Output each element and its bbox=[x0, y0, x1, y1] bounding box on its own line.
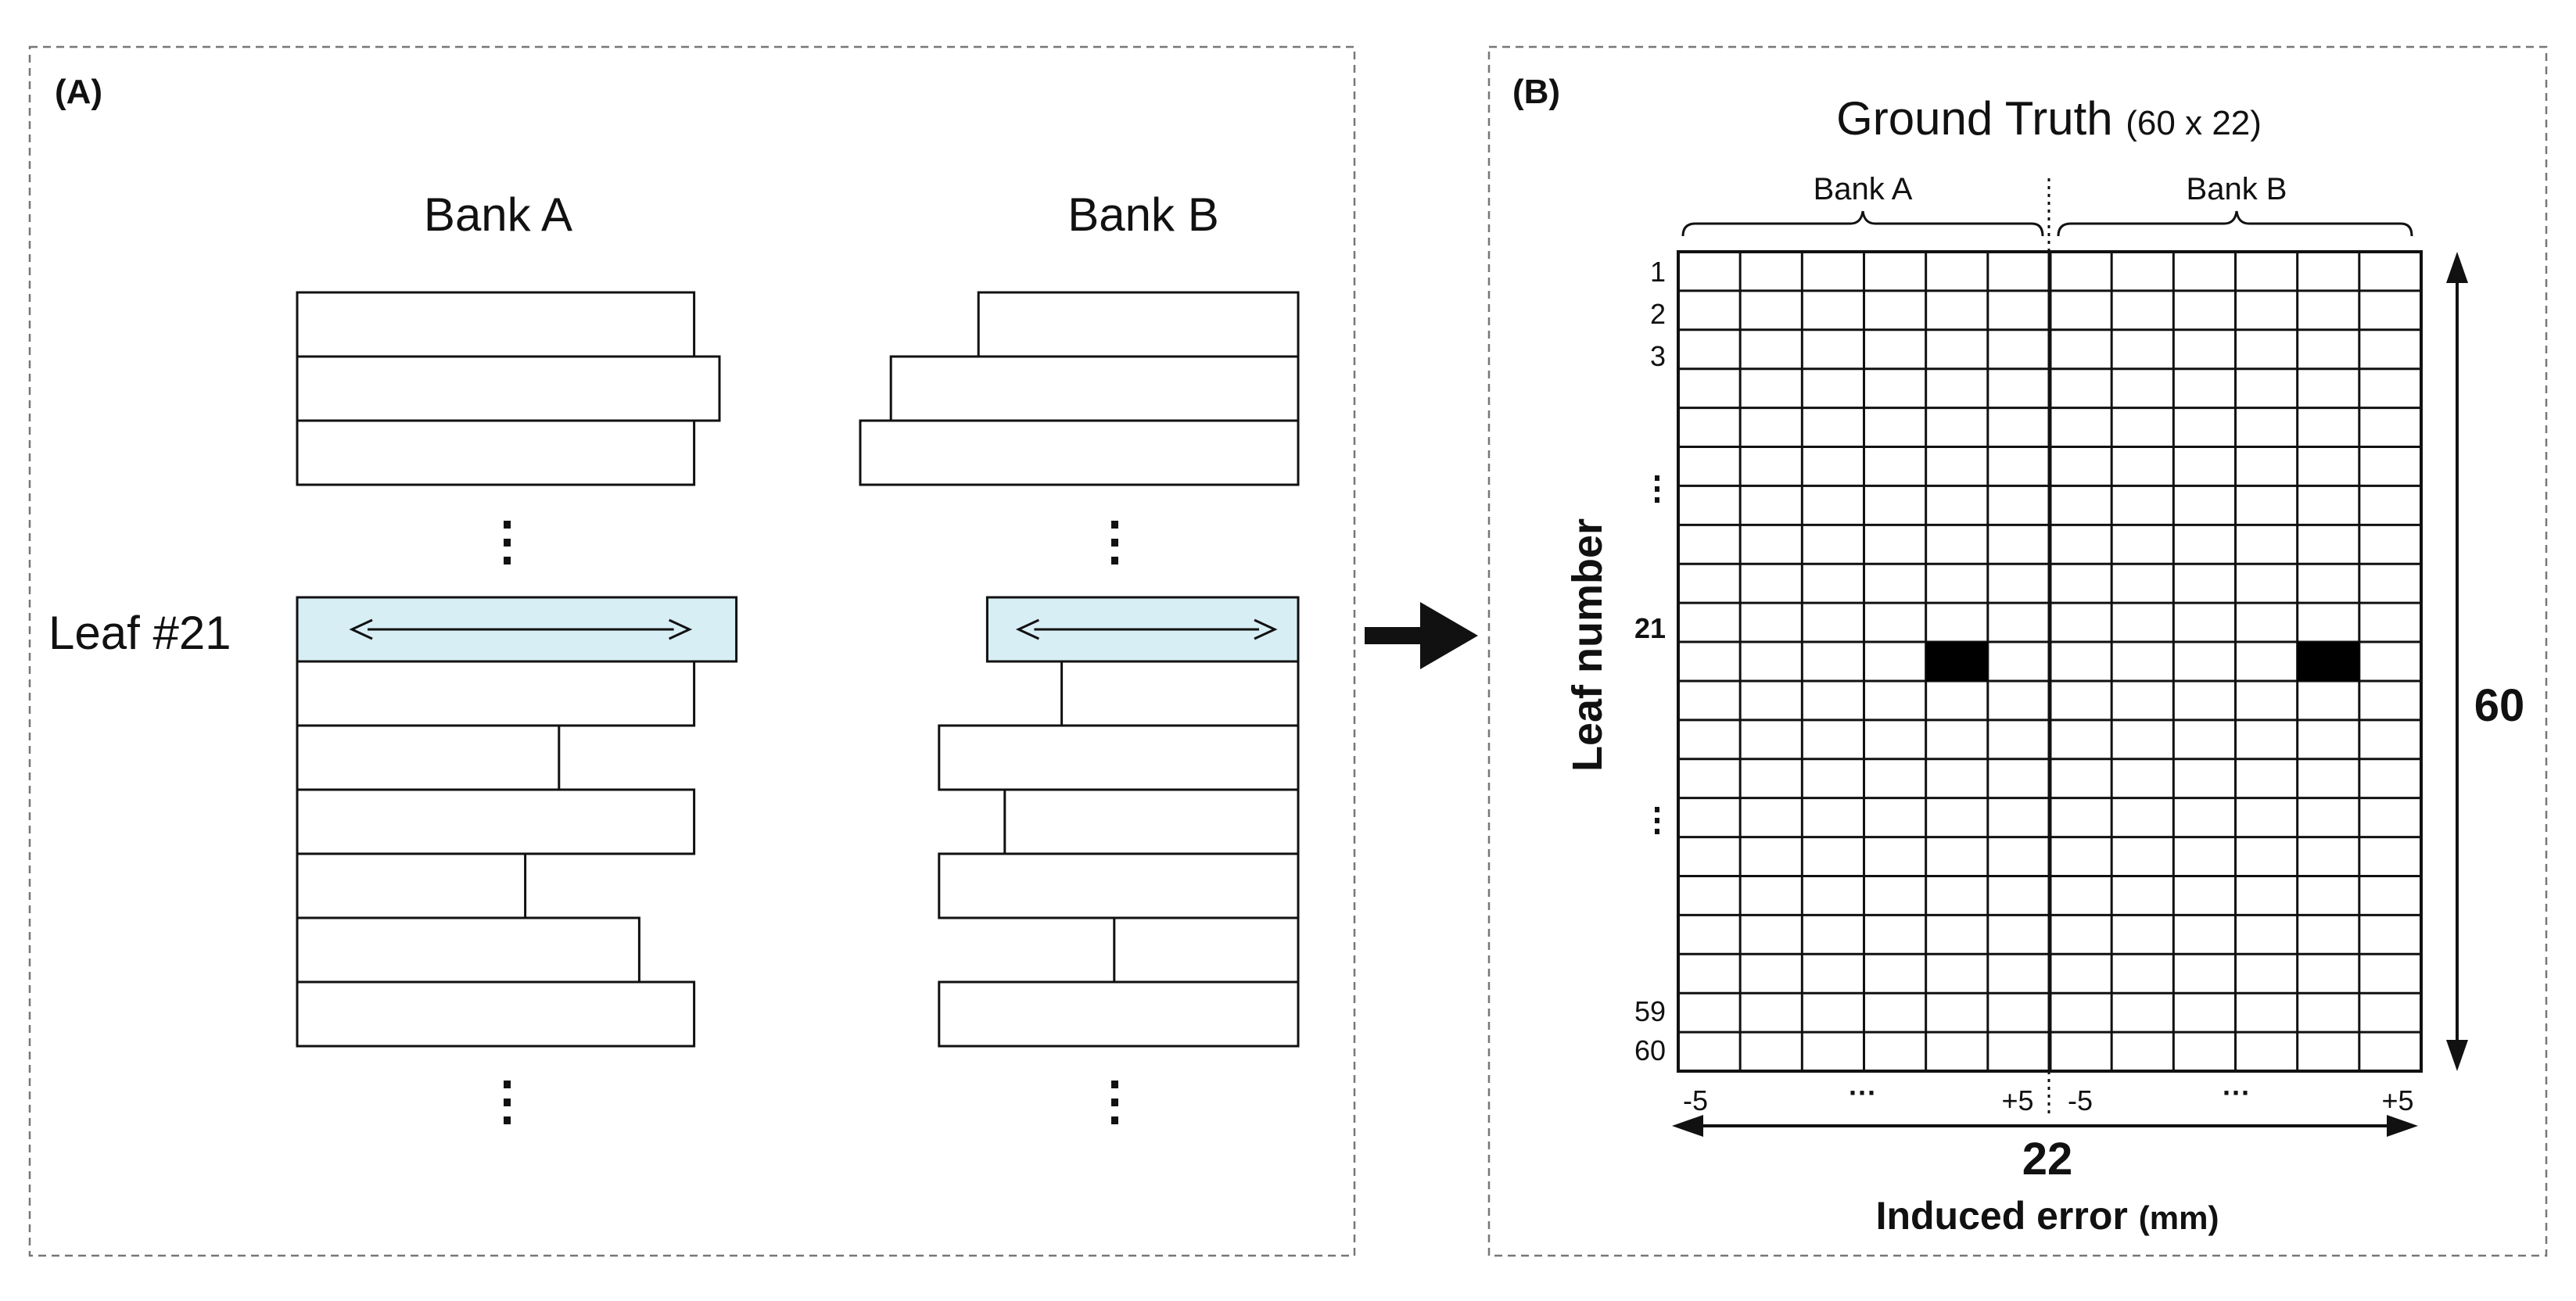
row-label-1: 1 bbox=[1650, 256, 1666, 288]
bank-b-leaf bbox=[938, 852, 1300, 919]
cols-total-label: 22 bbox=[2022, 1134, 2073, 1185]
leaf-21-b-motion-arrow-icon bbox=[1015, 618, 1278, 640]
bank-a-leaf bbox=[296, 980, 696, 1048]
ellipsis-dots-a-bottom bbox=[504, 1081, 511, 1124]
row-ellipsis-bottom bbox=[1655, 807, 1659, 834]
bank-a-leaf bbox=[296, 355, 721, 422]
bank-b-leaf bbox=[1113, 916, 1300, 984]
cols-double-arrow-icon bbox=[1672, 1115, 2418, 1137]
ellipsis-dots-b-bottom bbox=[1111, 1081, 1118, 1124]
bank-a-leaf bbox=[296, 419, 696, 486]
bank-b-brace bbox=[2057, 210, 2413, 237]
leaf-21-label: Leaf #21 bbox=[48, 607, 231, 659]
panel-b-frame bbox=[1487, 45, 2548, 1257]
bank-b-brace-label: Bank B bbox=[2187, 172, 2287, 206]
error-cell bbox=[2297, 642, 2359, 681]
rows-total-label: 60 bbox=[2474, 680, 2525, 731]
bank-a-leaf bbox=[296, 788, 696, 855]
panel-b-label: (B) bbox=[1512, 73, 1560, 111]
row-label-3: 3 bbox=[1650, 340, 1666, 372]
x-tick-b-mid: ··· bbox=[2223, 1077, 2251, 1109]
row-ellipsis-top bbox=[1655, 475, 1659, 503]
bank-a-leaf bbox=[296, 724, 561, 791]
ground-truth-grid bbox=[1677, 250, 2423, 1073]
rows-double-arrow-icon bbox=[2446, 252, 2468, 1071]
row-label-21: 21 bbox=[1634, 612, 1666, 644]
x-axis-label: Induced error (mm) bbox=[1876, 1194, 2219, 1238]
leaf-21-a-motion-arrow-icon bbox=[349, 618, 693, 640]
bank-b-leaf bbox=[938, 724, 1300, 791]
bank-a-brace-label: Bank A bbox=[1814, 172, 1913, 206]
x-tick-a-mid: ··· bbox=[1849, 1077, 1877, 1109]
bank-b-leaf bbox=[977, 291, 1300, 358]
mlc-leaves bbox=[296, 291, 1300, 1048]
panel-a-label: (A) bbox=[55, 73, 102, 111]
x-tick-b-right: +5 bbox=[2381, 1084, 2413, 1116]
y-axis-label: Leaf number bbox=[1564, 518, 1611, 772]
bank-b-leaf bbox=[859, 419, 1300, 486]
row-label-2: 2 bbox=[1650, 298, 1666, 330]
ellipsis-dots-b-top bbox=[1111, 521, 1118, 564]
bank-b-leaf bbox=[1060, 660, 1300, 727]
transition-arrow-icon bbox=[1365, 602, 1478, 669]
panel-a-frame bbox=[28, 45, 1356, 1257]
bank-a-title: Bank A bbox=[424, 188, 572, 241]
bank-b-leaf bbox=[938, 980, 1300, 1048]
x-tick-b-left: -5 bbox=[2068, 1084, 2093, 1116]
bank-a-leaf bbox=[296, 291, 696, 358]
bank-b-title: Bank B bbox=[1067, 188, 1218, 241]
bank-a-leaf bbox=[296, 852, 527, 919]
x-tick-a-left: -5 bbox=[1683, 1084, 1708, 1116]
bank-a-leaf bbox=[296, 660, 696, 727]
ellipsis-dots-a-top bbox=[504, 521, 511, 564]
x-tick-a-right: +5 bbox=[2001, 1084, 2033, 1116]
ground-truth-title: Ground Truth (60 x 22) bbox=[1836, 92, 2262, 145]
row-label-59: 59 bbox=[1634, 995, 1666, 1027]
bank-a-brace bbox=[1681, 210, 2044, 237]
bank-a-leaf bbox=[296, 916, 640, 984]
row-label-60: 60 bbox=[1634, 1034, 1666, 1066]
bank-b-leaf bbox=[889, 355, 1300, 422]
bank-b-leaf bbox=[1003, 788, 1300, 855]
error-cell bbox=[1925, 642, 1988, 681]
